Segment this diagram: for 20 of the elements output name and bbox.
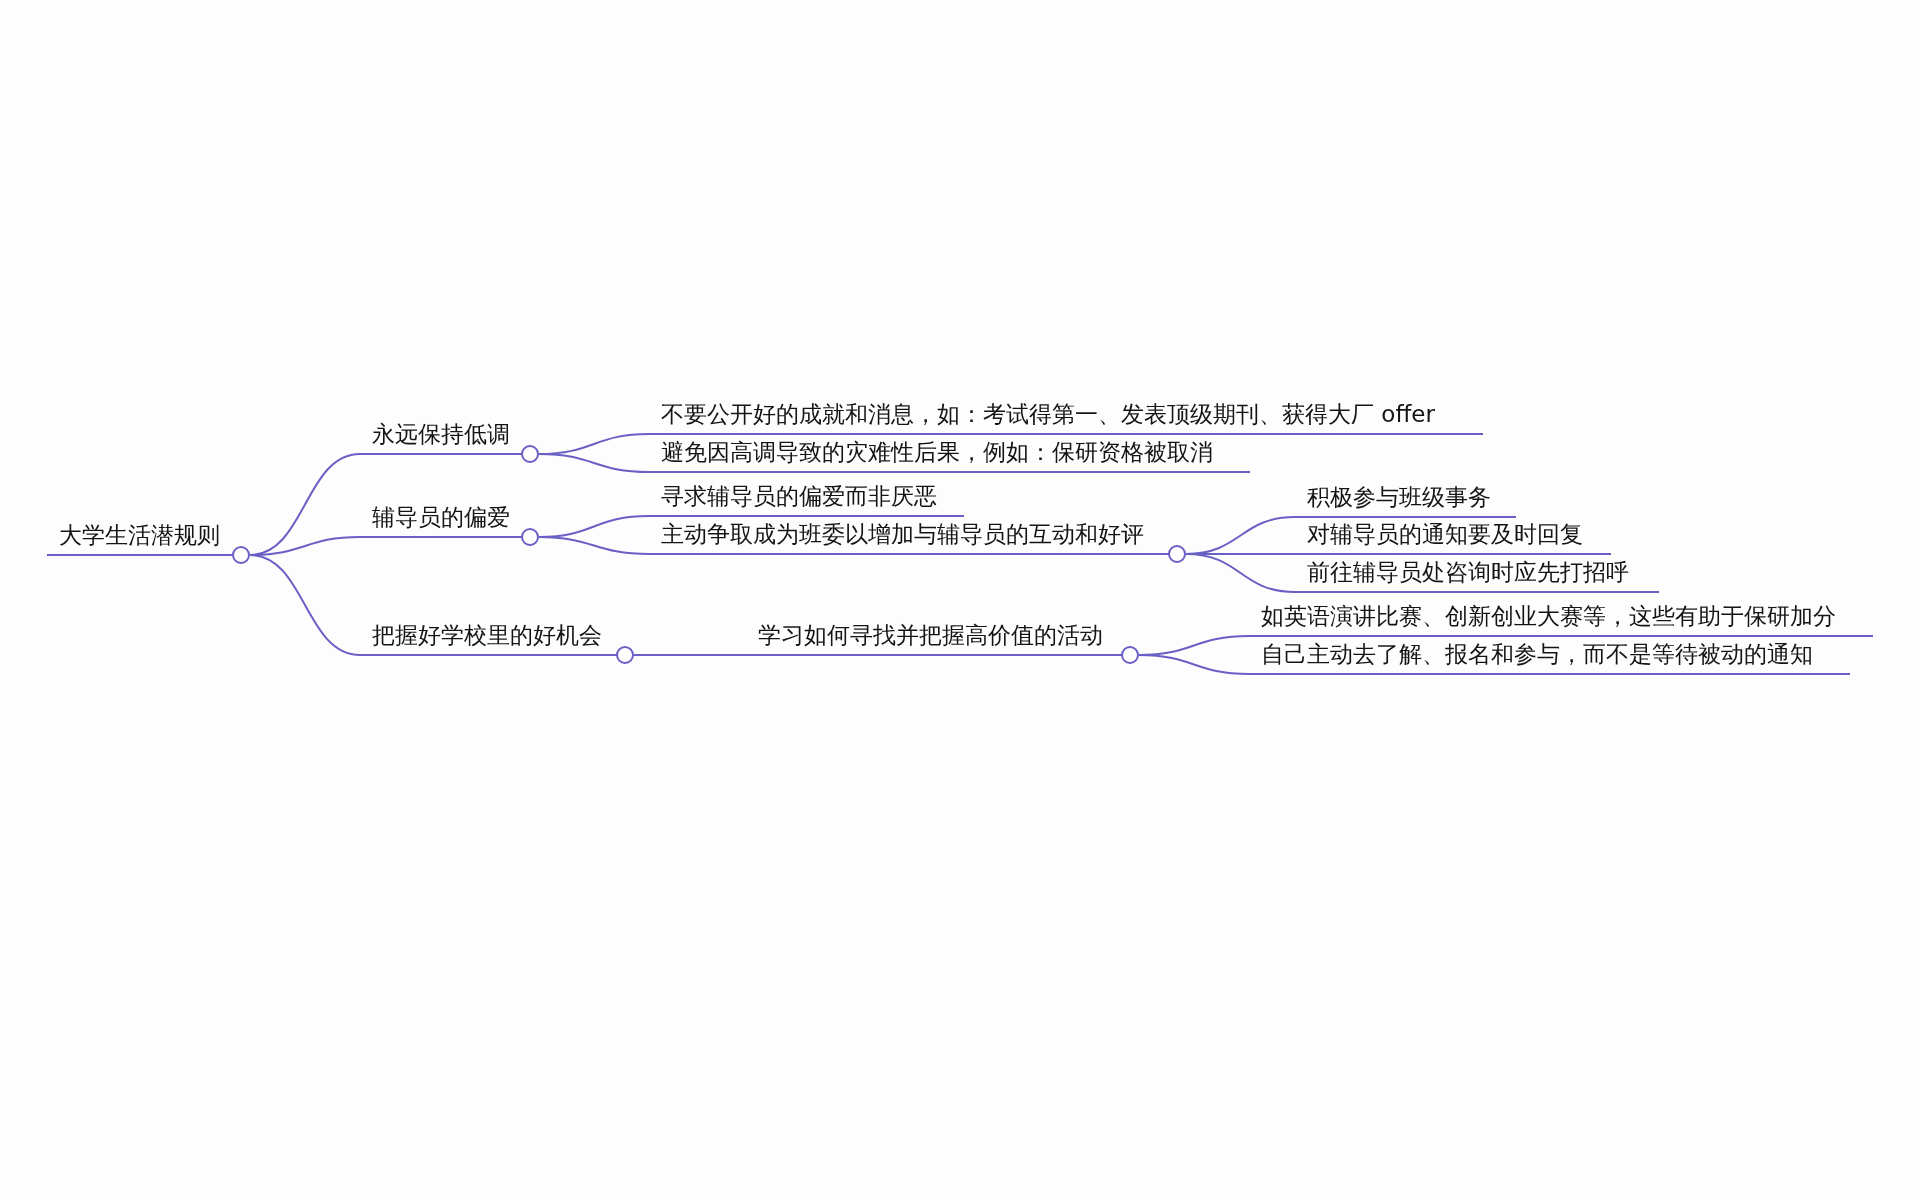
topic-text: 不要公开好的成就和消息，如：考试得第一、发表顶级期刊、获得大厂 offer [661, 400, 1435, 428]
branch-line [1185, 553, 1296, 593]
branch-line [633, 654, 747, 656]
topic-text: 积极参与班级事务 [1307, 483, 1491, 511]
topic-text: 永远保持低调 [372, 420, 510, 448]
topic-text: 主动争取成为班委以增加与辅导员的互动和好评 [661, 520, 1144, 548]
topic-text: 把握好学校里的好机会 [372, 621, 602, 649]
branch-line [538, 536, 650, 555]
topic-text: 学习如何寻找并把握高价值的活动 [758, 621, 1103, 649]
branch-line [538, 453, 650, 473]
branch-line [1138, 654, 1250, 675]
topic-text: 辅导员的偏爱 [372, 503, 510, 531]
topic-text: 对辅导员的通知要及时回复 [1307, 520, 1583, 548]
topic-text: 避免因高调导致的灾难性后果，例如：保研资格被取消 [661, 438, 1213, 466]
topic-text: 自己主动去了解、报名和参与，而不是等待被动的通知 [1261, 640, 1813, 668]
topic-text: 前往辅导员处咨询时应先打招呼 [1307, 558, 1629, 586]
topic-text: 寻求辅导员的偏爱而非厌恶 [661, 482, 937, 510]
branch-line [249, 554, 361, 656]
topic-text: 如英语演讲比赛、创新创业大赛等，这些有助于保研加分 [1261, 602, 1836, 630]
topic-text: 大学生活潜规则 [59, 521, 220, 549]
